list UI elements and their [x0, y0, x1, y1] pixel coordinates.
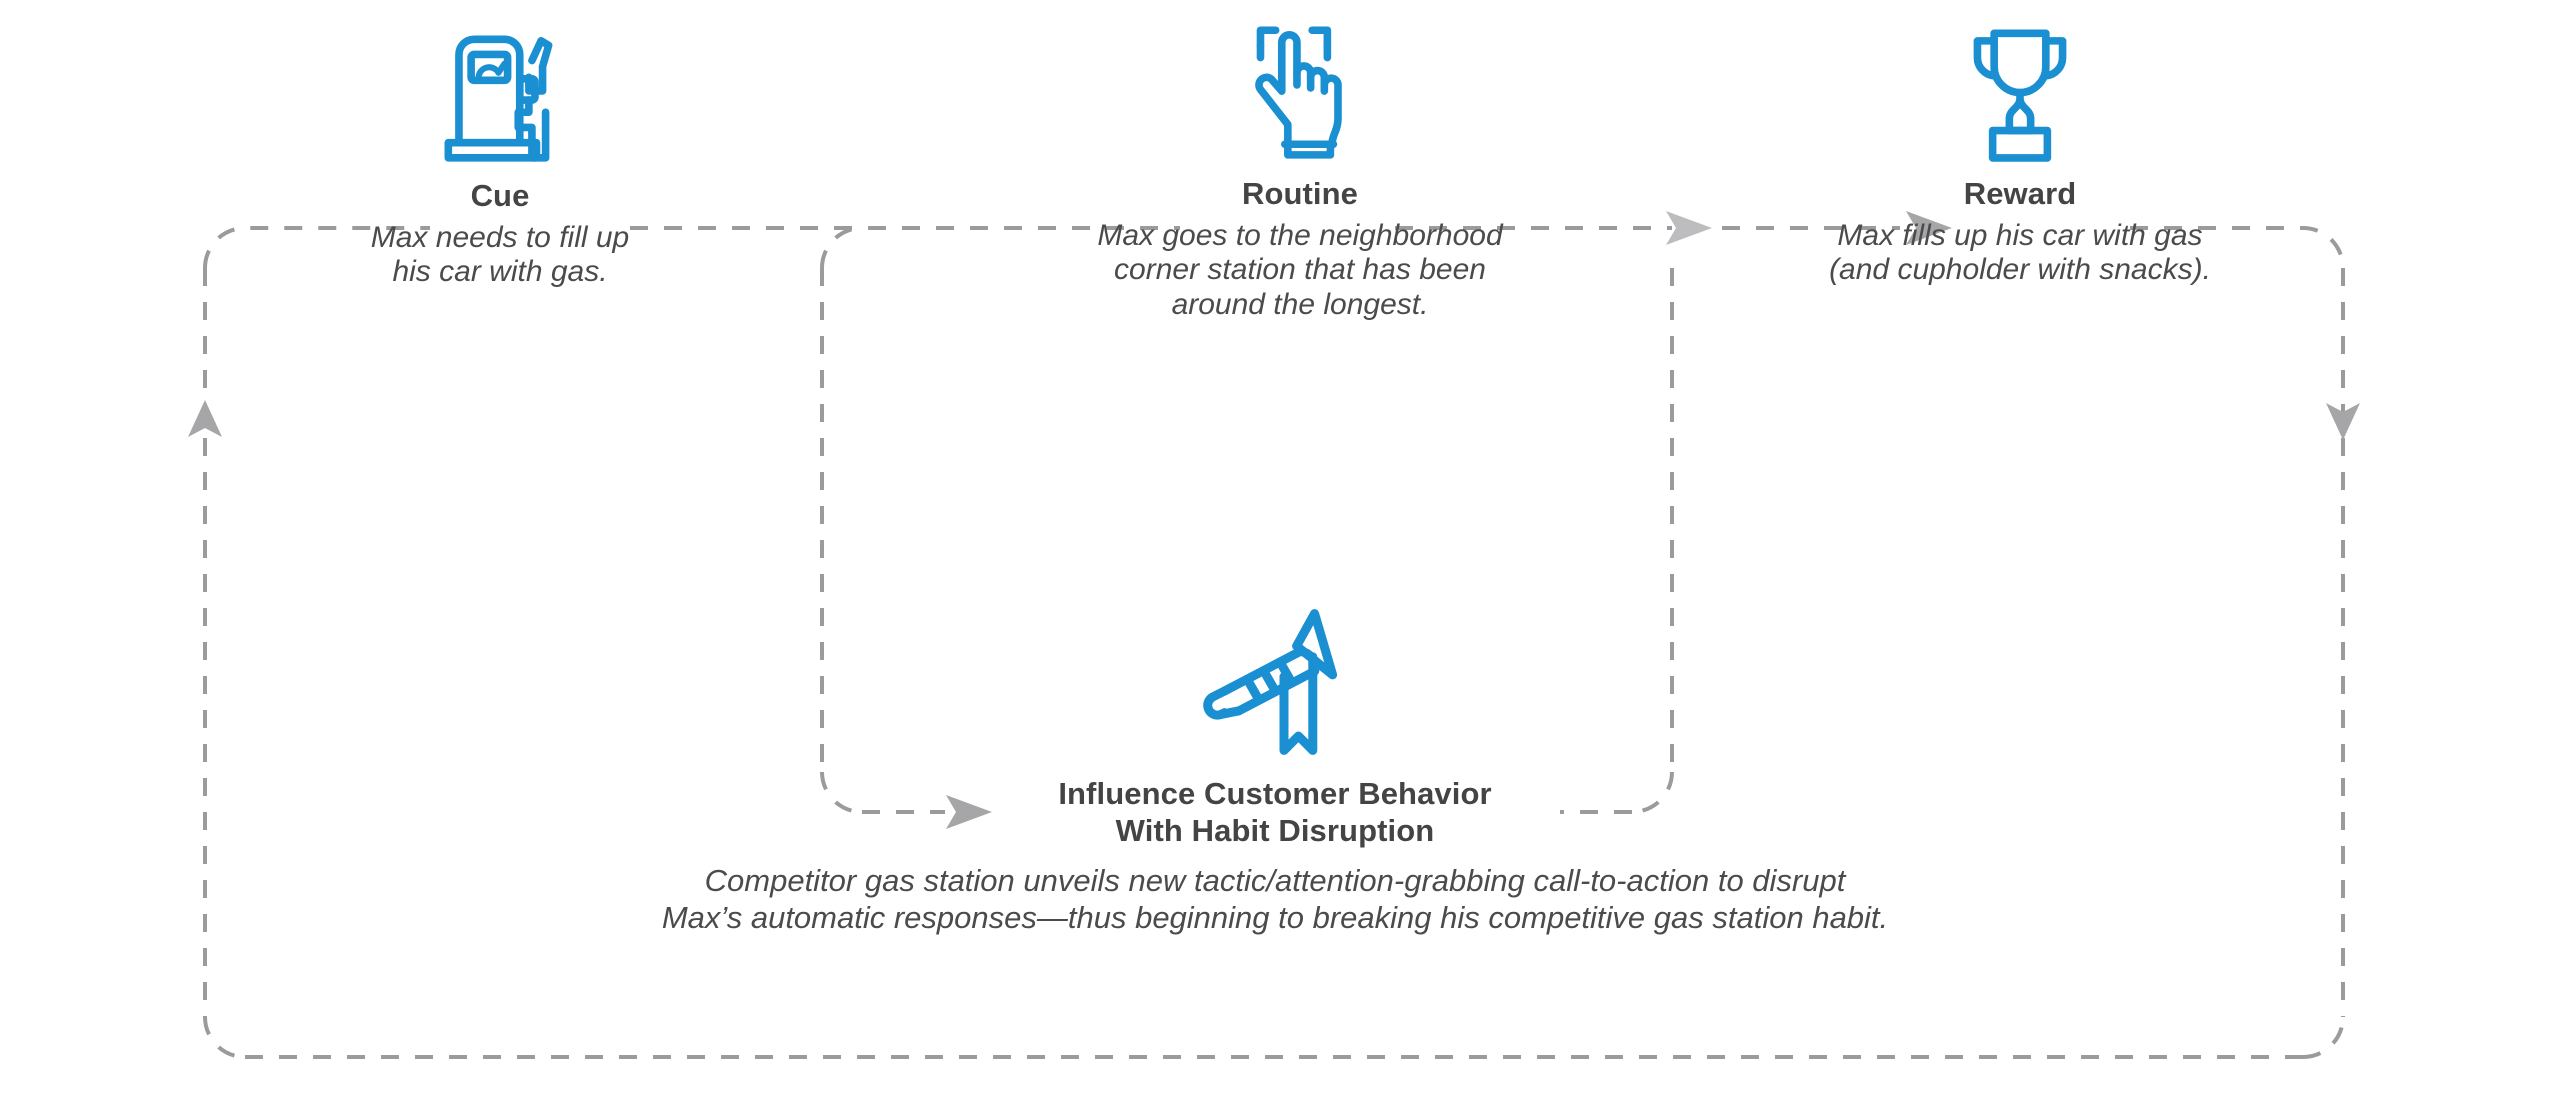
node-routine-title: Routine [1241, 176, 1359, 211]
title-line: With Habit Disruption [1115, 812, 1435, 848]
desc-line: (and cupholder with snacks). [1829, 253, 2211, 287]
desc-line: around the longest. [1171, 288, 1429, 322]
node-influence-title: Influence Customer Behavior With Habit D… [525, 776, 2025, 849]
bugle-banner-icon [1185, 592, 1365, 772]
desc-line: Max goes to the neighborhood [1097, 218, 1503, 252]
desc-line: Max needs to fill up [370, 220, 630, 254]
desc-line: Competitor gas station unveils new tacti… [704, 863, 1846, 899]
arrow-down-right [2326, 403, 2360, 440]
gas-pump-icon [424, 18, 576, 170]
arrow-up-left [188, 400, 222, 437]
node-cue: Cue Max needs to fill up his car with ga… [240, 18, 760, 290]
desc-line: Max fills up his car with gas [1837, 218, 2203, 252]
desc-line: his car with gas. [392, 255, 608, 289]
desc-line: Max’s automatic responses—thus beginning… [661, 899, 1889, 935]
node-influence: Influence Customer Behavior With Habit D… [525, 592, 2025, 936]
node-cue-title: Cue [470, 178, 530, 213]
arrow-right-routine [1666, 211, 1712, 245]
trophy-icon [1944, 12, 2096, 164]
node-reward: Reward Max fills up his car with gas (an… [1750, 12, 2290, 288]
node-cue-desc: Max needs to fill up his car with gas. [290, 221, 710, 291]
tap-hand-icon [1224, 12, 1376, 164]
node-reward-desc: Max fills up his car with gas (and cupho… [1750, 219, 2290, 289]
node-routine: Routine Max goes to the neighborhood cor… [1030, 12, 1570, 323]
node-routine-desc: Max goes to the neighborhood corner stat… [1020, 219, 1580, 323]
node-reward-title: Reward [1963, 176, 2077, 211]
title-line: Influence Customer Behavior [1058, 776, 1492, 811]
desc-line: corner station that has been [1114, 253, 1486, 287]
node-influence-desc: Competitor gas station unveils new tacti… [525, 863, 2025, 936]
